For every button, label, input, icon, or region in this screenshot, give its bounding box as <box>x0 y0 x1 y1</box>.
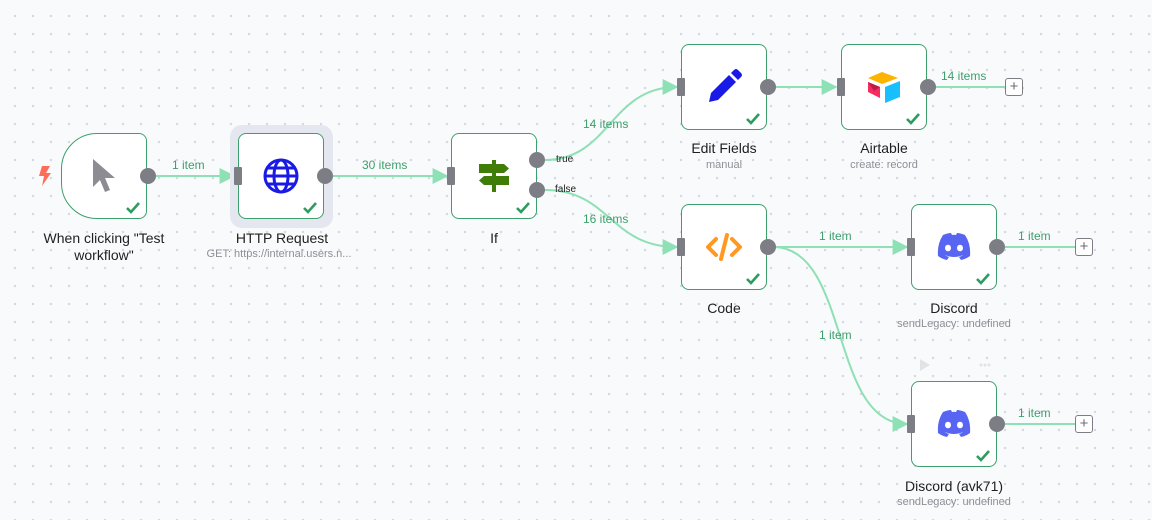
node-label: Discord <box>930 300 978 316</box>
add-node-button[interactable]: + <box>1075 415 1093 433</box>
output-port[interactable] <box>140 168 156 184</box>
output-port-false[interactable] <box>529 182 545 198</box>
success-check-icon <box>976 273 990 285</box>
edge-label: 16 items <box>583 212 629 226</box>
output-port[interactable] <box>317 168 333 184</box>
connection-if-false-code[interactable] <box>544 189 679 255</box>
connection-if-true-edit[interactable] <box>544 79 679 161</box>
lightning-bolt-icon <box>39 166 51 186</box>
edge-label: 1 item <box>819 229 852 243</box>
node-label: Discord (avk71) <box>904 478 1004 494</box>
cursor-icon <box>82 154 126 198</box>
output-port[interactable] <box>989 239 1005 255</box>
input-port[interactable] <box>907 238 915 256</box>
globe-icon <box>259 154 303 198</box>
node-http-request[interactable] <box>238 133 324 219</box>
success-check-icon <box>906 113 920 125</box>
success-check-icon <box>976 450 990 462</box>
code-icon <box>702 225 746 269</box>
success-check-icon <box>746 113 760 125</box>
success-check-icon <box>746 273 760 285</box>
pencil-icon <box>702 65 746 109</box>
edge-label: 14 items <box>941 69 987 83</box>
connection-code-discord2[interactable] <box>774 246 909 432</box>
branch-label-false: false <box>555 184 577 195</box>
node-label: If <box>490 230 498 246</box>
input-port[interactable] <box>907 415 915 433</box>
discord-icon <box>932 225 976 269</box>
input-port[interactable] <box>447 167 455 185</box>
output-port-true[interactable] <box>529 152 545 168</box>
node-if[interactable] <box>451 133 537 219</box>
node-airtable[interactable] <box>841 44 927 130</box>
play-icon <box>920 359 930 371</box>
node-subtitle: GET: https://internal.users.n... <box>206 248 352 260</box>
branch-label-true: true <box>556 154 574 165</box>
node-code[interactable] <box>681 204 767 290</box>
node-manual-trigger[interactable] <box>61 133 147 219</box>
output-port[interactable] <box>760 239 776 255</box>
node-subtitle: create: record <box>850 159 918 171</box>
edge-label: 14 items <box>583 117 629 131</box>
output-port[interactable] <box>989 416 1005 432</box>
output-port[interactable] <box>920 79 936 95</box>
input-port[interactable] <box>234 167 242 185</box>
node-discord-avk71[interactable] <box>911 381 997 467</box>
success-check-icon <box>126 202 140 214</box>
edge-label: 1 item <box>172 158 205 172</box>
node-subtitle: sendLegacy: undefined <box>897 496 1011 508</box>
node-discord[interactable] <box>911 204 997 290</box>
input-port[interactable] <box>837 78 845 96</box>
node-label: When clicking "Test workflow" <box>43 230 165 263</box>
node-subtitle: sendLegacy: undefined <box>897 318 1011 330</box>
node-subtitle: manual <box>705 159 743 171</box>
input-port[interactable] <box>677 238 685 256</box>
add-node-button[interactable]: + <box>1005 78 1023 96</box>
output-port[interactable] <box>760 79 776 95</box>
input-port[interactable] <box>677 78 685 96</box>
airtable-icon <box>862 65 906 109</box>
node-label: HTTP Request <box>235 230 329 246</box>
success-check-icon <box>303 202 317 214</box>
node-edit-fields[interactable] <box>681 44 767 130</box>
node-label: Edit Fields <box>691 140 757 156</box>
node-label: Airtable <box>860 140 908 156</box>
success-check-icon <box>516 202 530 214</box>
discord-icon <box>932 402 976 446</box>
edge-label: 1 item <box>1018 229 1051 243</box>
add-node-button[interactable]: + <box>1075 238 1093 256</box>
edge-label: 1 item <box>1018 406 1051 420</box>
signpost-icon <box>472 154 516 198</box>
node-label: Code <box>707 300 741 316</box>
edge-label: 1 item <box>819 328 852 342</box>
edge-label: 30 items <box>362 158 408 172</box>
node-hover-toolbar <box>918 358 998 377</box>
